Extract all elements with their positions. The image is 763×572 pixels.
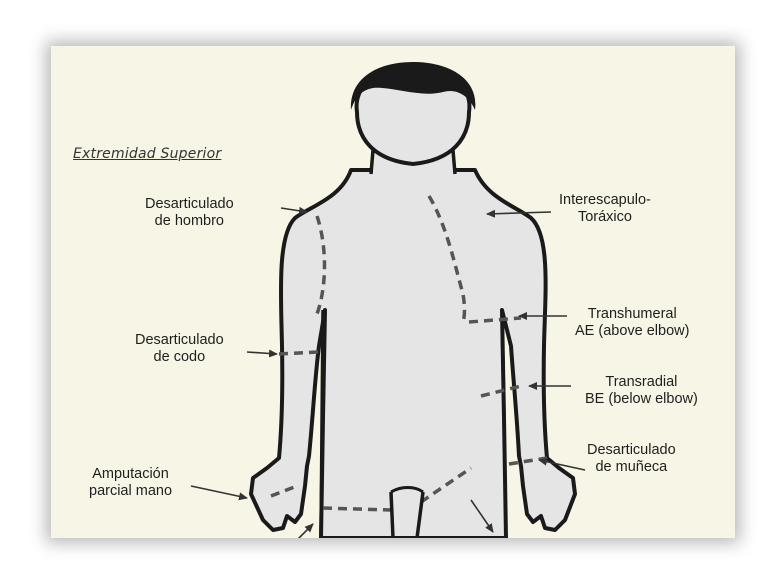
label-elbow-disarticulation: Desarticulado de codo [135, 332, 224, 366]
label-transradial: Transradial BE (below elbow) [585, 374, 698, 408]
hand-arrow [191, 486, 247, 498]
diagram-card: Extremidad Superior Desarticulado de hom… [51, 46, 735, 538]
hip-arrow-left [295, 524, 313, 538]
section-title: Extremidad Superior [73, 146, 221, 162]
shoulder-arrow [281, 208, 307, 212]
label-transhumeral: Transhumeral AE (above elbow) [575, 306, 689, 340]
label-wrist-disarticulation: Desarticulado de muñeca [587, 442, 676, 476]
label-interscapulothoracic: Interescapulo- Toráxico [559, 192, 651, 226]
label-partial-hand: Amputación parcial mano [89, 466, 172, 500]
elbow-arrow [247, 352, 277, 354]
label-shoulder-disarticulation: Desarticulado de hombro [145, 196, 234, 230]
elbow-disarticulation-line [279, 352, 319, 354]
